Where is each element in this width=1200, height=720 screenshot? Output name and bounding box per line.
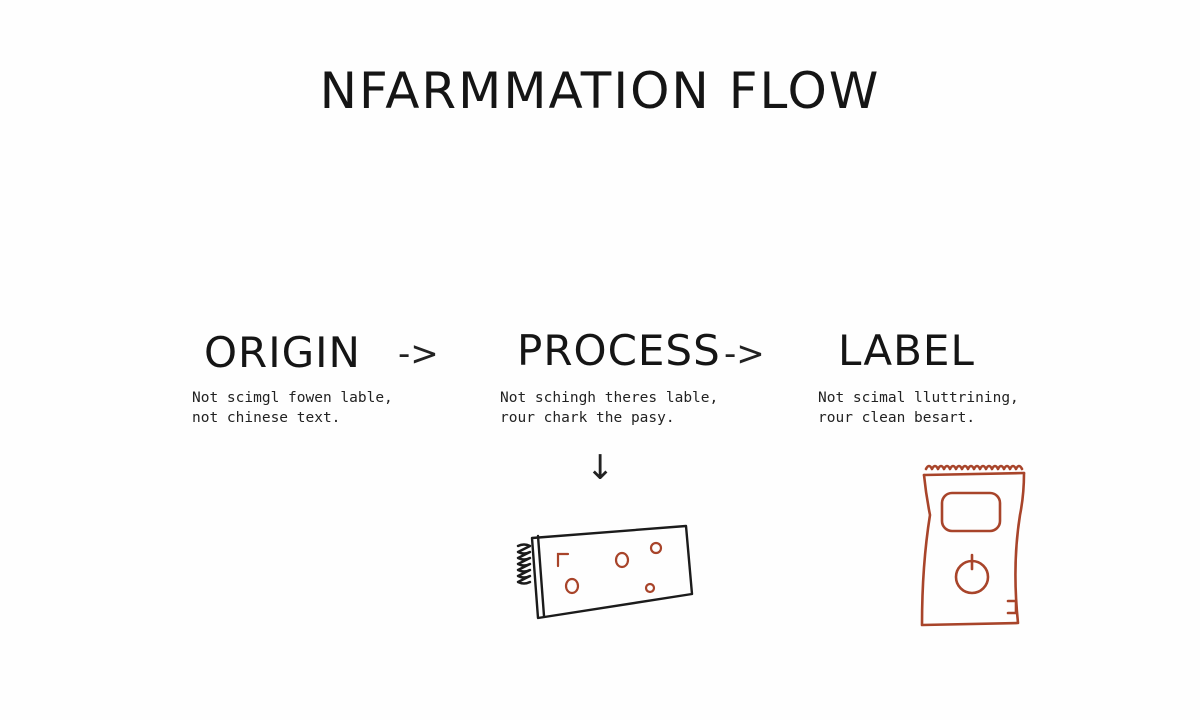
flow-arrow-2: -> xyxy=(724,334,765,374)
stage-label-desc-line-2: rour clean besart. xyxy=(818,410,976,426)
stage-process-desc-line-2: rour chark the pasy. xyxy=(500,410,675,426)
stage-process-desc-line-1: Not schingh theres lable, xyxy=(500,390,719,406)
stage-origin-label: ORIGIN xyxy=(204,328,361,377)
stage-process-label: PROCESS xyxy=(517,326,721,375)
stage-label-desc-line-1: Not scimal lluttrining, xyxy=(818,390,1019,406)
stage-label-label: LABEL xyxy=(838,326,975,375)
stage-label-desc: Not scimal lluttrining, rour clean besar… xyxy=(818,388,1019,428)
diagram-title: NFARMMATION FLOW xyxy=(319,62,881,120)
flow-arrow-1: -> xyxy=(398,334,439,374)
wrapped-bar-icon xyxy=(516,524,694,620)
stage-origin-desc-line-2: not chinese text. xyxy=(192,410,341,426)
stage-origin-desc-line-1: Not scimgl fowen lable, xyxy=(192,390,393,406)
stage-process-desc: Not schingh theres lable, rour chark the… xyxy=(500,388,718,428)
snack-bag-icon xyxy=(920,464,1026,627)
down-arrow: ↓ xyxy=(586,448,615,488)
stage-origin-desc: Not scimgl fowen lable, not chinese text… xyxy=(192,388,393,428)
